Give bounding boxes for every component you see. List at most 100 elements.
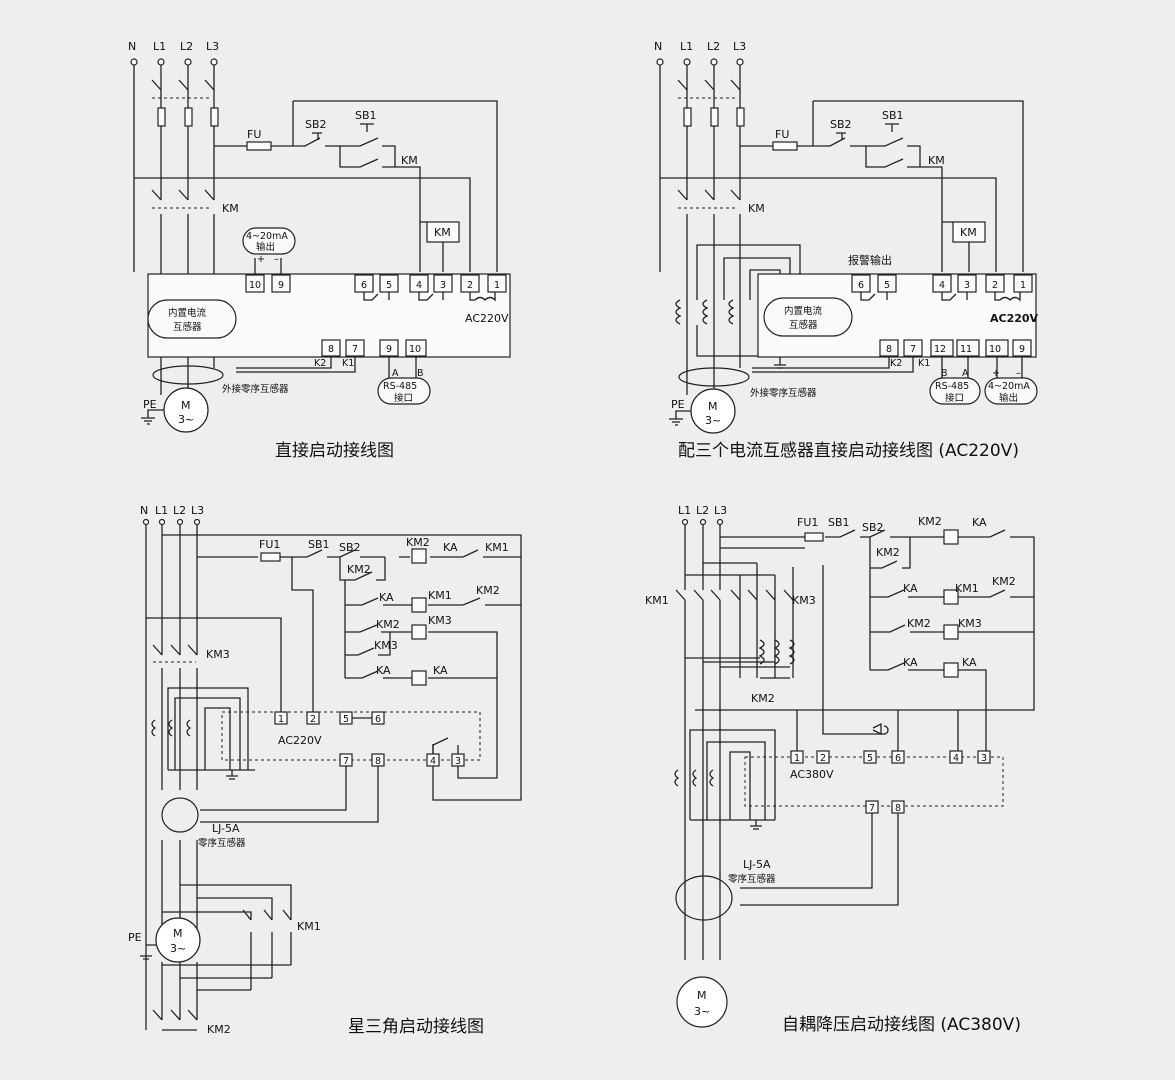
pe-ground [140, 944, 156, 960]
motor-3: 3~ [694, 1005, 710, 1018]
control-main-rung [695, 529, 1035, 711]
pe-label: PE [143, 398, 157, 411]
rs485-wires [388, 356, 417, 378]
km2-label-c: KM2 [992, 575, 1016, 588]
sb2-label: SB2 [339, 541, 361, 554]
horn-icon [872, 722, 889, 736]
ka-coil [411, 670, 427, 686]
terminal-label: 5 [343, 714, 349, 725]
phase-label-l2: L2 [180, 40, 193, 53]
motor-feeds [161, 840, 292, 940]
output-plus: + [257, 254, 265, 265]
ac220v-label: AC220V [465, 312, 509, 325]
terminal-label: 8 [375, 756, 381, 767]
phase-label-n: N [140, 504, 148, 517]
fuse-l1 [157, 107, 166, 127]
km-main-label: KM [748, 202, 765, 215]
ka-label-a: KA [972, 516, 987, 529]
output-4-20ma-oval [242, 227, 296, 255]
terminal-n [130, 58, 138, 66]
terminal-label: 7 [343, 756, 349, 767]
terminal-box [790, 750, 804, 764]
phase-label-l1: L1 [153, 40, 166, 53]
km3-label-a: KM3 [958, 617, 982, 630]
terminal-l1 [683, 58, 691, 66]
ka-rung [870, 662, 987, 757]
km-coil-label: KM [960, 226, 977, 239]
terminal-label: 9 [386, 344, 392, 355]
pe-label: PE [671, 398, 685, 411]
builtin-ct-line1: 内置电流 [784, 305, 823, 317]
autotransformer-taps [685, 657, 790, 679]
device-internal-contacts [860, 292, 1021, 302]
terminal-label: 6 [895, 753, 901, 764]
terminal-label: 5 [867, 753, 873, 764]
phase-label-l3: L3 [714, 504, 727, 517]
ka-label-b: KA [379, 591, 394, 604]
terminal-label: 8 [895, 803, 901, 814]
zero-ct-wires [740, 813, 899, 906]
k1-label: K1 [918, 358, 930, 369]
main-lines-top [659, 65, 741, 272]
km2-label-d: KM2 [376, 618, 400, 631]
control-supply-wire [740, 100, 1024, 272]
terminal-box [306, 711, 320, 725]
km2-holding-contact [339, 557, 386, 581]
terminal-label: 1 [1020, 280, 1026, 291]
terminal-label: 8 [886, 344, 892, 355]
sb1-label: SB1 [308, 538, 330, 551]
button-heads [312, 123, 374, 140]
ka-label-d: KA [433, 664, 448, 677]
motor-m: M [173, 927, 183, 940]
terminal-label: 11 [960, 344, 972, 355]
km3-label-b: KM3 [374, 639, 398, 652]
terminal-label: 5 [884, 280, 890, 291]
km2-label-a: KM2 [918, 515, 942, 528]
phase-label-l1: L1 [155, 504, 168, 517]
ct-ground [750, 820, 762, 830]
terminal-box [274, 711, 288, 725]
sb2-label: SB2 [305, 118, 327, 131]
terminal-label: 8 [328, 344, 334, 355]
rs485-port-label: 接口 [945, 392, 964, 404]
terminal-4-3-contact [432, 737, 459, 754]
km-coil-label: KM [434, 226, 451, 239]
supply-to-terminals [146, 557, 314, 712]
sb2-label: SB2 [830, 118, 852, 131]
terminal-l2 [710, 58, 718, 66]
terminal-label: 3 [964, 280, 970, 291]
terminal-box [863, 750, 877, 764]
b-label: B [417, 368, 424, 379]
sb1-label: SB1 [355, 109, 377, 122]
output-4-20ma-top: 4~20mA [988, 381, 1030, 392]
phase-label-l3: L3 [733, 40, 746, 53]
builtin-ct-oval [147, 299, 237, 339]
external-zero-ct [678, 367, 750, 387]
supply-to-terminals [796, 565, 959, 751]
terminal-row: 1 2 5 6 4 3 7 8 [790, 750, 991, 814]
caption-three-ct: 配三个电流互感器直接启动接线图 (AC220V) [678, 441, 1019, 461]
fu1-fuse [260, 552, 281, 562]
terminal-label: 4 [430, 756, 436, 767]
fuse-l3 [736, 107, 745, 127]
output-4-20ma-bottom: 输出 [256, 241, 275, 253]
motor-3: 3~ [170, 942, 186, 955]
fu1-label: FU1 [797, 516, 818, 529]
builtin-ct-line1: 内置电流 [168, 307, 207, 319]
phase-label-n: N [128, 40, 136, 53]
fu-label: FU [775, 128, 789, 141]
fu1-fuse [804, 532, 824, 542]
rs485-oval [377, 377, 431, 405]
zero-ct-label: 零序互感器 [198, 837, 246, 849]
km3-main-contacts [152, 644, 198, 790]
km3-main-label: KM3 [792, 594, 816, 607]
terminal-l2 [176, 518, 184, 526]
km2-holding-contact [869, 537, 911, 670]
output-4-20ma-bottom: 输出 [999, 392, 1018, 404]
main-lines-top [684, 525, 805, 590]
sb-start-stop-wires [813, 137, 943, 222]
terminal-box [487, 274, 507, 293]
phase-label-n: N [654, 40, 662, 53]
terminal-label: 10 [989, 344, 1001, 355]
